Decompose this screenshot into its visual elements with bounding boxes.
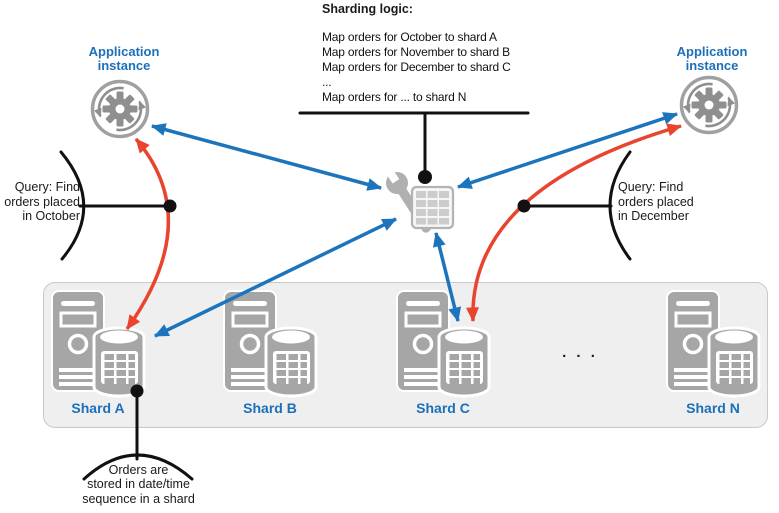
arrow-router-app-right bbox=[457, 112, 678, 189]
sharding-rule: Map orders for November to shard B bbox=[322, 45, 510, 59]
arrow-router-shard-c bbox=[432, 232, 462, 322]
query-december-dot bbox=[517, 199, 531, 213]
arrow-router-shard-a bbox=[154, 217, 397, 338]
sharding-rule: Map orders for ... to shard N bbox=[322, 90, 467, 104]
table-icon bbox=[410, 185, 455, 230]
arrow-app-right-shard-c bbox=[466, 123, 682, 322]
arrow-app-left-router bbox=[151, 123, 382, 191]
shard-label-c: Shard C bbox=[416, 400, 470, 416]
ellipsis-dots: . . . bbox=[562, 344, 598, 361]
query-october-text: Query: Find orders placed in October bbox=[4, 180, 80, 224]
shard-label-a: Shard A bbox=[71, 400, 125, 416]
logic-connector-dot bbox=[418, 170, 432, 184]
arrow-app-left-shard-a bbox=[125, 137, 171, 331]
sharding-rule: Map orders for December to shard C bbox=[322, 60, 511, 74]
orders-note-text: Orders are stored in date/time sequence … bbox=[82, 463, 195, 506]
query-october-dot bbox=[163, 199, 177, 213]
orders-note-dot bbox=[130, 384, 144, 398]
shard-label-b: Shard B bbox=[243, 400, 297, 416]
sharding-rule: Map orders for October to shard A bbox=[322, 30, 497, 44]
shard-router-icon bbox=[385, 168, 455, 233]
app-instance-left-label: Application instance bbox=[88, 44, 160, 73]
shard-label-n: Shard N bbox=[686, 400, 740, 416]
sharding-logic-title: Sharding logic: bbox=[322, 2, 413, 16]
orders-note-arc bbox=[82, 453, 194, 481]
app-instance-right-label: Application instance bbox=[676, 44, 748, 73]
sharding-logic-rules: Map orders for October to shard A Map or… bbox=[322, 30, 511, 105]
query-december-bracket bbox=[608, 150, 632, 261]
sharding-rule: ... bbox=[322, 75, 332, 89]
